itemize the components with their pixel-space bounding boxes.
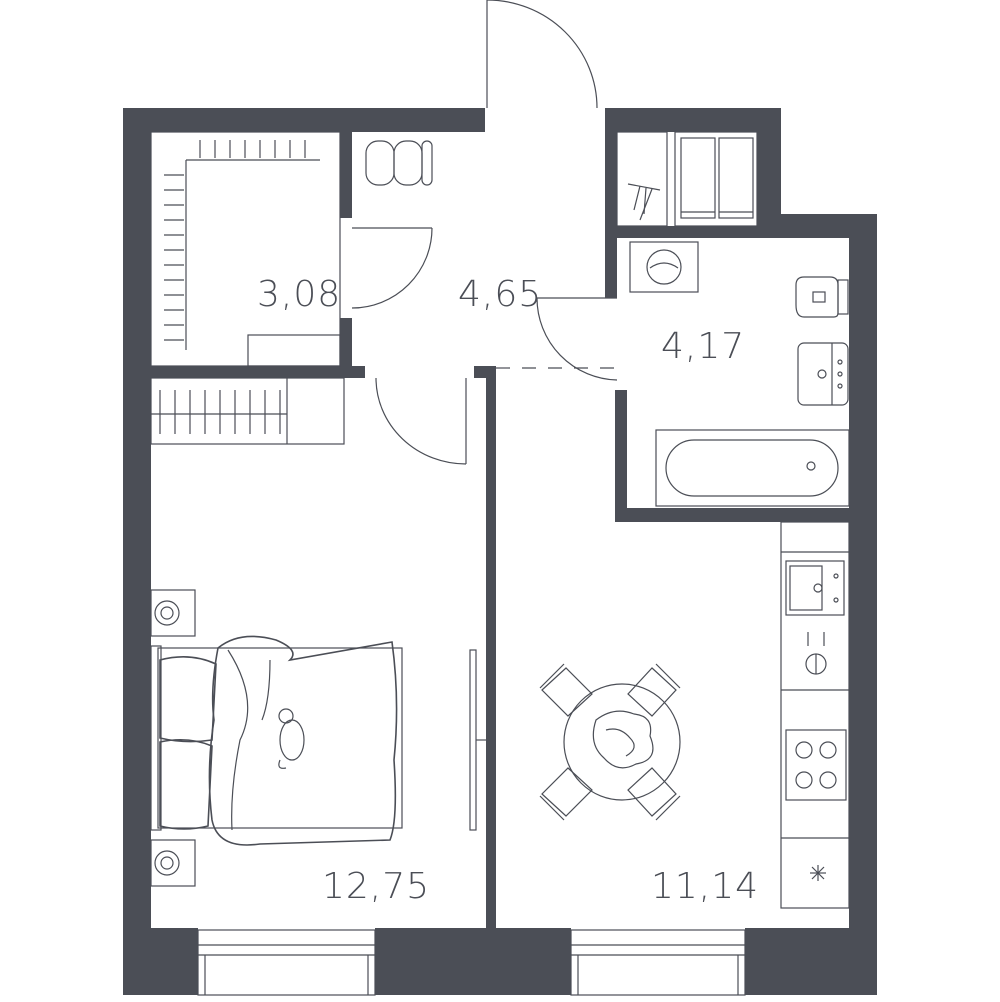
window-kitchen xyxy=(570,929,746,996)
wardrobe-icon xyxy=(150,131,341,367)
wall-bottom-mid xyxy=(375,928,571,995)
wall-bottom-left xyxy=(123,928,198,995)
doors xyxy=(351,0,620,465)
kitchen-counter xyxy=(780,521,850,909)
bedroom-area-label: 12,75 xyxy=(322,866,430,907)
wardrobe-bedroom xyxy=(150,377,345,445)
tv-panel xyxy=(469,649,486,831)
kitchen-area-label: 11,14 xyxy=(651,866,759,907)
closet-area-label: 3,08 xyxy=(257,274,341,315)
walls xyxy=(123,108,877,995)
wall-partition-cap xyxy=(474,366,496,378)
kitchen-living xyxy=(539,521,850,909)
nightstand-top xyxy=(150,589,196,637)
storage-unit xyxy=(616,131,758,227)
broom-icon xyxy=(627,183,661,221)
walk-in-closet xyxy=(150,131,341,367)
wall-bath-top xyxy=(605,226,849,238)
chair-bottom-right xyxy=(627,767,681,821)
bathroom-area-label: 4,17 xyxy=(661,326,745,367)
wall-right xyxy=(849,214,877,995)
closet-door xyxy=(351,227,433,309)
bathtub-icon xyxy=(655,429,850,507)
window-bedroom xyxy=(197,929,376,996)
faucet-icon xyxy=(805,632,827,675)
hall-bench-icon xyxy=(365,140,433,186)
round-table-icon xyxy=(539,663,681,821)
wall-top-right xyxy=(605,108,781,132)
star-mark-icon xyxy=(810,865,826,881)
bathroom xyxy=(629,241,850,507)
chair-top-left xyxy=(539,663,593,717)
cooktop-icon xyxy=(785,729,847,801)
wall-top-right-stub xyxy=(605,108,617,238)
washbasin-icon xyxy=(797,342,849,406)
bedroom-door xyxy=(375,377,467,465)
windows xyxy=(197,929,746,996)
entrance-door xyxy=(486,0,598,109)
wall-left xyxy=(123,108,151,995)
bathroom-door xyxy=(496,297,620,381)
washing-machine-icon xyxy=(629,241,699,293)
wall-partition xyxy=(486,368,496,928)
wall-closet-right-bottom xyxy=(340,318,352,370)
wall-closet-bottom xyxy=(123,366,365,378)
hall-area-label: 4,65 xyxy=(458,274,542,315)
double-bed-icon xyxy=(150,635,403,846)
wall-bath-left-top xyxy=(605,226,617,298)
nightstand-bottom xyxy=(150,839,196,887)
closet-shelf xyxy=(247,334,341,367)
cat-icon xyxy=(278,708,305,769)
chair-top-right xyxy=(627,663,681,717)
bedroom xyxy=(150,377,486,887)
wall-bath-bottom xyxy=(615,508,877,522)
kitchen-sink-icon xyxy=(785,560,845,616)
wall-bath-left-bottom xyxy=(615,390,627,522)
wall-top-left xyxy=(123,108,485,132)
area-labels: 3,08 4,65 4,17 12,75 11,14 xyxy=(257,274,759,907)
wall-closet-right-top xyxy=(340,108,352,218)
wall-bottom-right xyxy=(745,928,877,995)
chair-bottom-left xyxy=(539,767,593,821)
toilet-icon xyxy=(795,276,849,318)
